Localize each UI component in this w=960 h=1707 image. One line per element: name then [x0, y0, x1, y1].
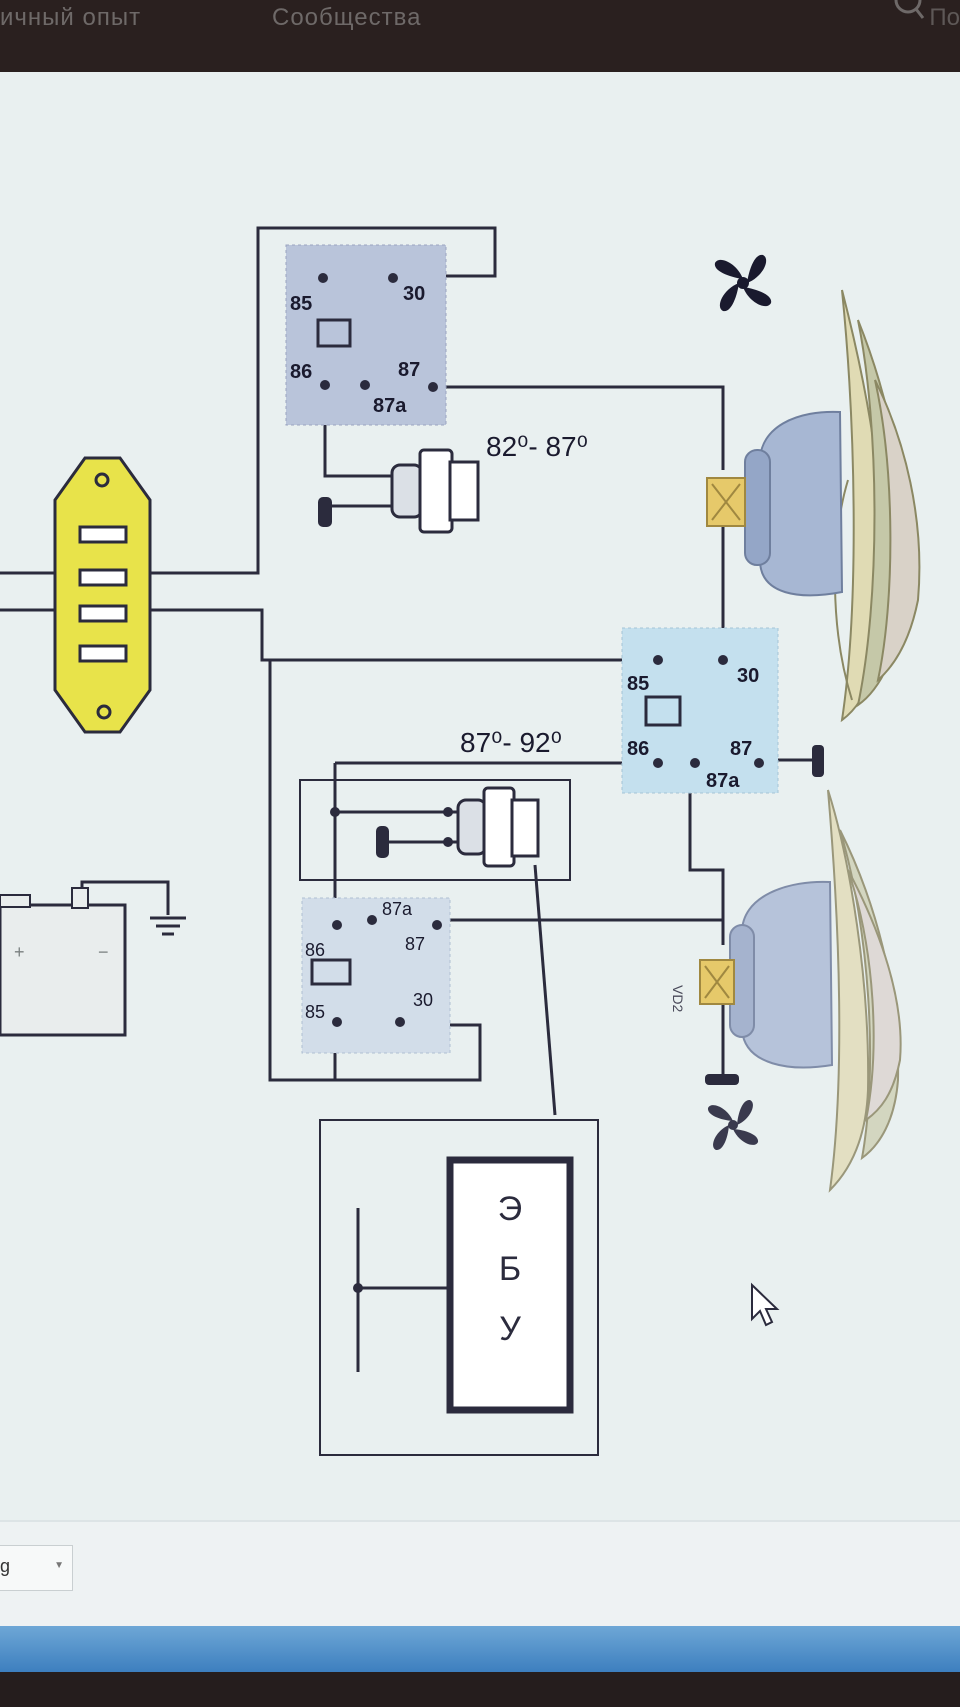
relay1-pin30: 30 — [403, 283, 425, 305]
relay1-pin87a: 87a — [373, 395, 407, 417]
top-nav-bar: ичный опыт Сообщества По — [0, 0, 960, 72]
taskbar — [0, 1626, 960, 1672]
relay3-pin87: 87 — [405, 934, 425, 954]
monitor-bezel — [0, 1672, 960, 1707]
relay-2: 85 30 86 87 87a — [621, 627, 824, 794]
chevron-down-icon: ▼ — [54, 1560, 64, 1571]
ecu-label-u: У — [499, 1310, 521, 1348]
wiring-diagram: 85 30 86 87 87a 82⁰- 87⁰ + − — [0, 226, 921, 1456]
search-icon[interactable] — [890, 0, 926, 24]
relay2-pin30: 30 — [737, 665, 759, 687]
zoom-select[interactable]: g ▼ — [0, 1545, 73, 1591]
nav-link-communities[interactable]: Сообщества — [272, 4, 422, 31]
svg-text:+: + — [14, 942, 25, 962]
relay3-pin30: 30 — [413, 990, 433, 1010]
fan-1 — [706, 289, 921, 723]
relay2-pin87a: 87a — [706, 770, 740, 792]
footer-area — [0, 1520, 960, 1626]
relay3-pin87a: 87a — [382, 899, 413, 919]
relay2-pin87: 87 — [730, 738, 752, 760]
nav-link-more[interactable]: По — [929, 4, 960, 31]
fan-icon-lower — [707, 1099, 759, 1151]
relay1-pin86: 86 — [290, 361, 312, 383]
relay3-pin85: 85 — [305, 1002, 325, 1022]
temp-switch-2-range: 87⁰- 92⁰ — [460, 727, 562, 758]
temp-switch-1: 82⁰- 87⁰ — [318, 431, 588, 534]
svg-text:−: − — [98, 942, 109, 962]
fan-2: VD2 — [670, 789, 902, 1193]
mouse-cursor-icon — [751, 1282, 780, 1327]
diode-label: VD2 — [670, 985, 686, 1012]
nav-link-personal-experience[interactable]: ичный опыт — [0, 4, 142, 31]
ecu-block: Э Б У — [319, 1119, 599, 1456]
relay-3: 86 85 30 87 87a — [301, 897, 451, 1054]
ecu-label-e: Э — [498, 1190, 522, 1228]
relay1-pin87: 87 — [398, 359, 420, 381]
fan-icon — [714, 254, 772, 312]
relay1-pin85: 85 — [290, 293, 312, 315]
relay3-pin86: 86 — [305, 940, 325, 960]
fuse-block — [53, 456, 152, 734]
relay-1: 85 30 86 87 87a — [285, 244, 447, 426]
temp-switch-1-range: 82⁰- 87⁰ — [486, 431, 588, 462]
relay2-pin86: 86 — [627, 738, 649, 760]
zoom-select-value: g — [0, 1556, 11, 1576]
temp-switch-2 — [299, 779, 571, 881]
relay2-pin85: 85 — [627, 673, 649, 695]
battery: + − — [0, 880, 186, 1037]
ecu-label-b: Б — [499, 1250, 521, 1288]
